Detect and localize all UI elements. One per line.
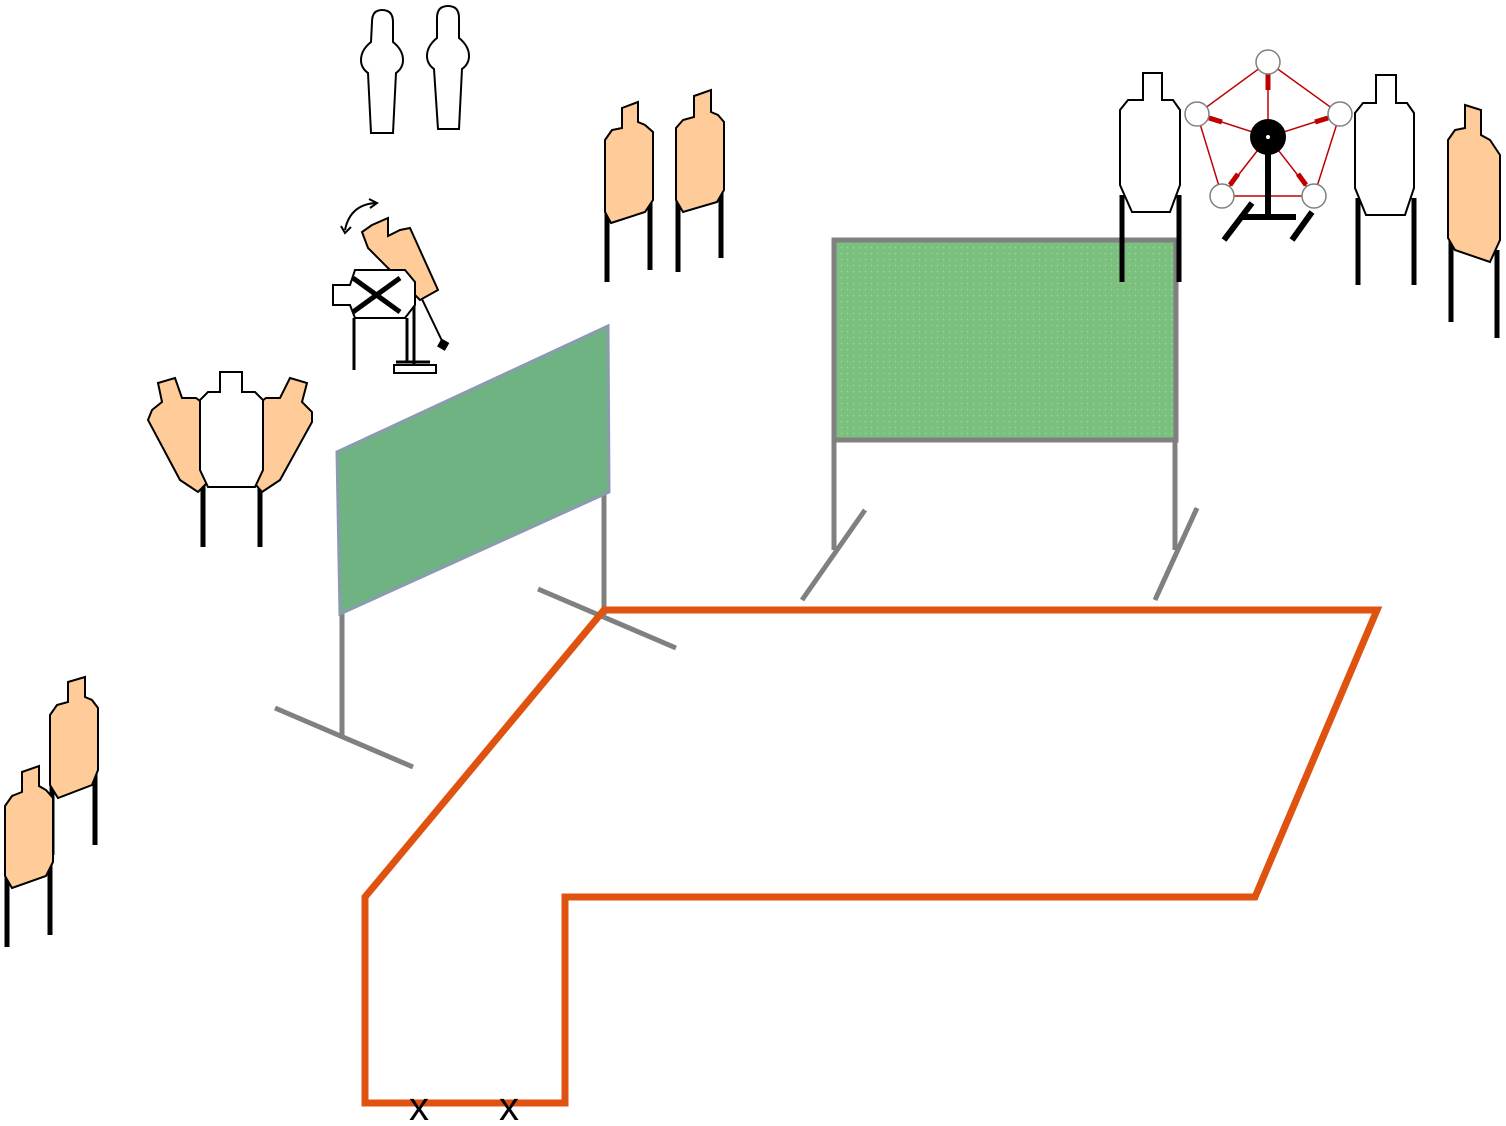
tan-target-right-angled (249, 376, 313, 494)
tan-target-left-1 (49, 675, 99, 855)
start-marks: x x (409, 1085, 519, 1126)
no-shoot-silhouette-2 (425, 4, 471, 130)
tan-pair-left (4, 675, 99, 947)
no-shoot-pair (359, 4, 471, 134)
right-target-group (1119, 72, 1501, 338)
right-wall (799, 237, 1200, 602)
white-target-right-1 (1119, 72, 1182, 282)
rotate-arrows-icon (340, 198, 379, 235)
white-target-right-2 (1354, 74, 1417, 285)
tan-pair-center (604, 88, 725, 282)
white-target-center (199, 371, 264, 488)
tan-target-left-2 (4, 764, 54, 947)
no-shoot-silhouette-1 (359, 8, 405, 134)
tan-target-right (1447, 103, 1501, 338)
x-mark-icon: x (499, 1085, 519, 1121)
tan-target-center-1 (604, 100, 654, 282)
triple-target-group (146, 371, 313, 547)
swinger-target (332, 198, 450, 374)
tan-target-left-angled (146, 376, 213, 494)
shooting-area-fault-line (361, 606, 1383, 1107)
star-plate-rack (1184, 49, 1353, 242)
tan-target-center-2 (675, 88, 725, 272)
left-wall (274, 323, 677, 770)
x-mark-icon: x (409, 1085, 429, 1121)
